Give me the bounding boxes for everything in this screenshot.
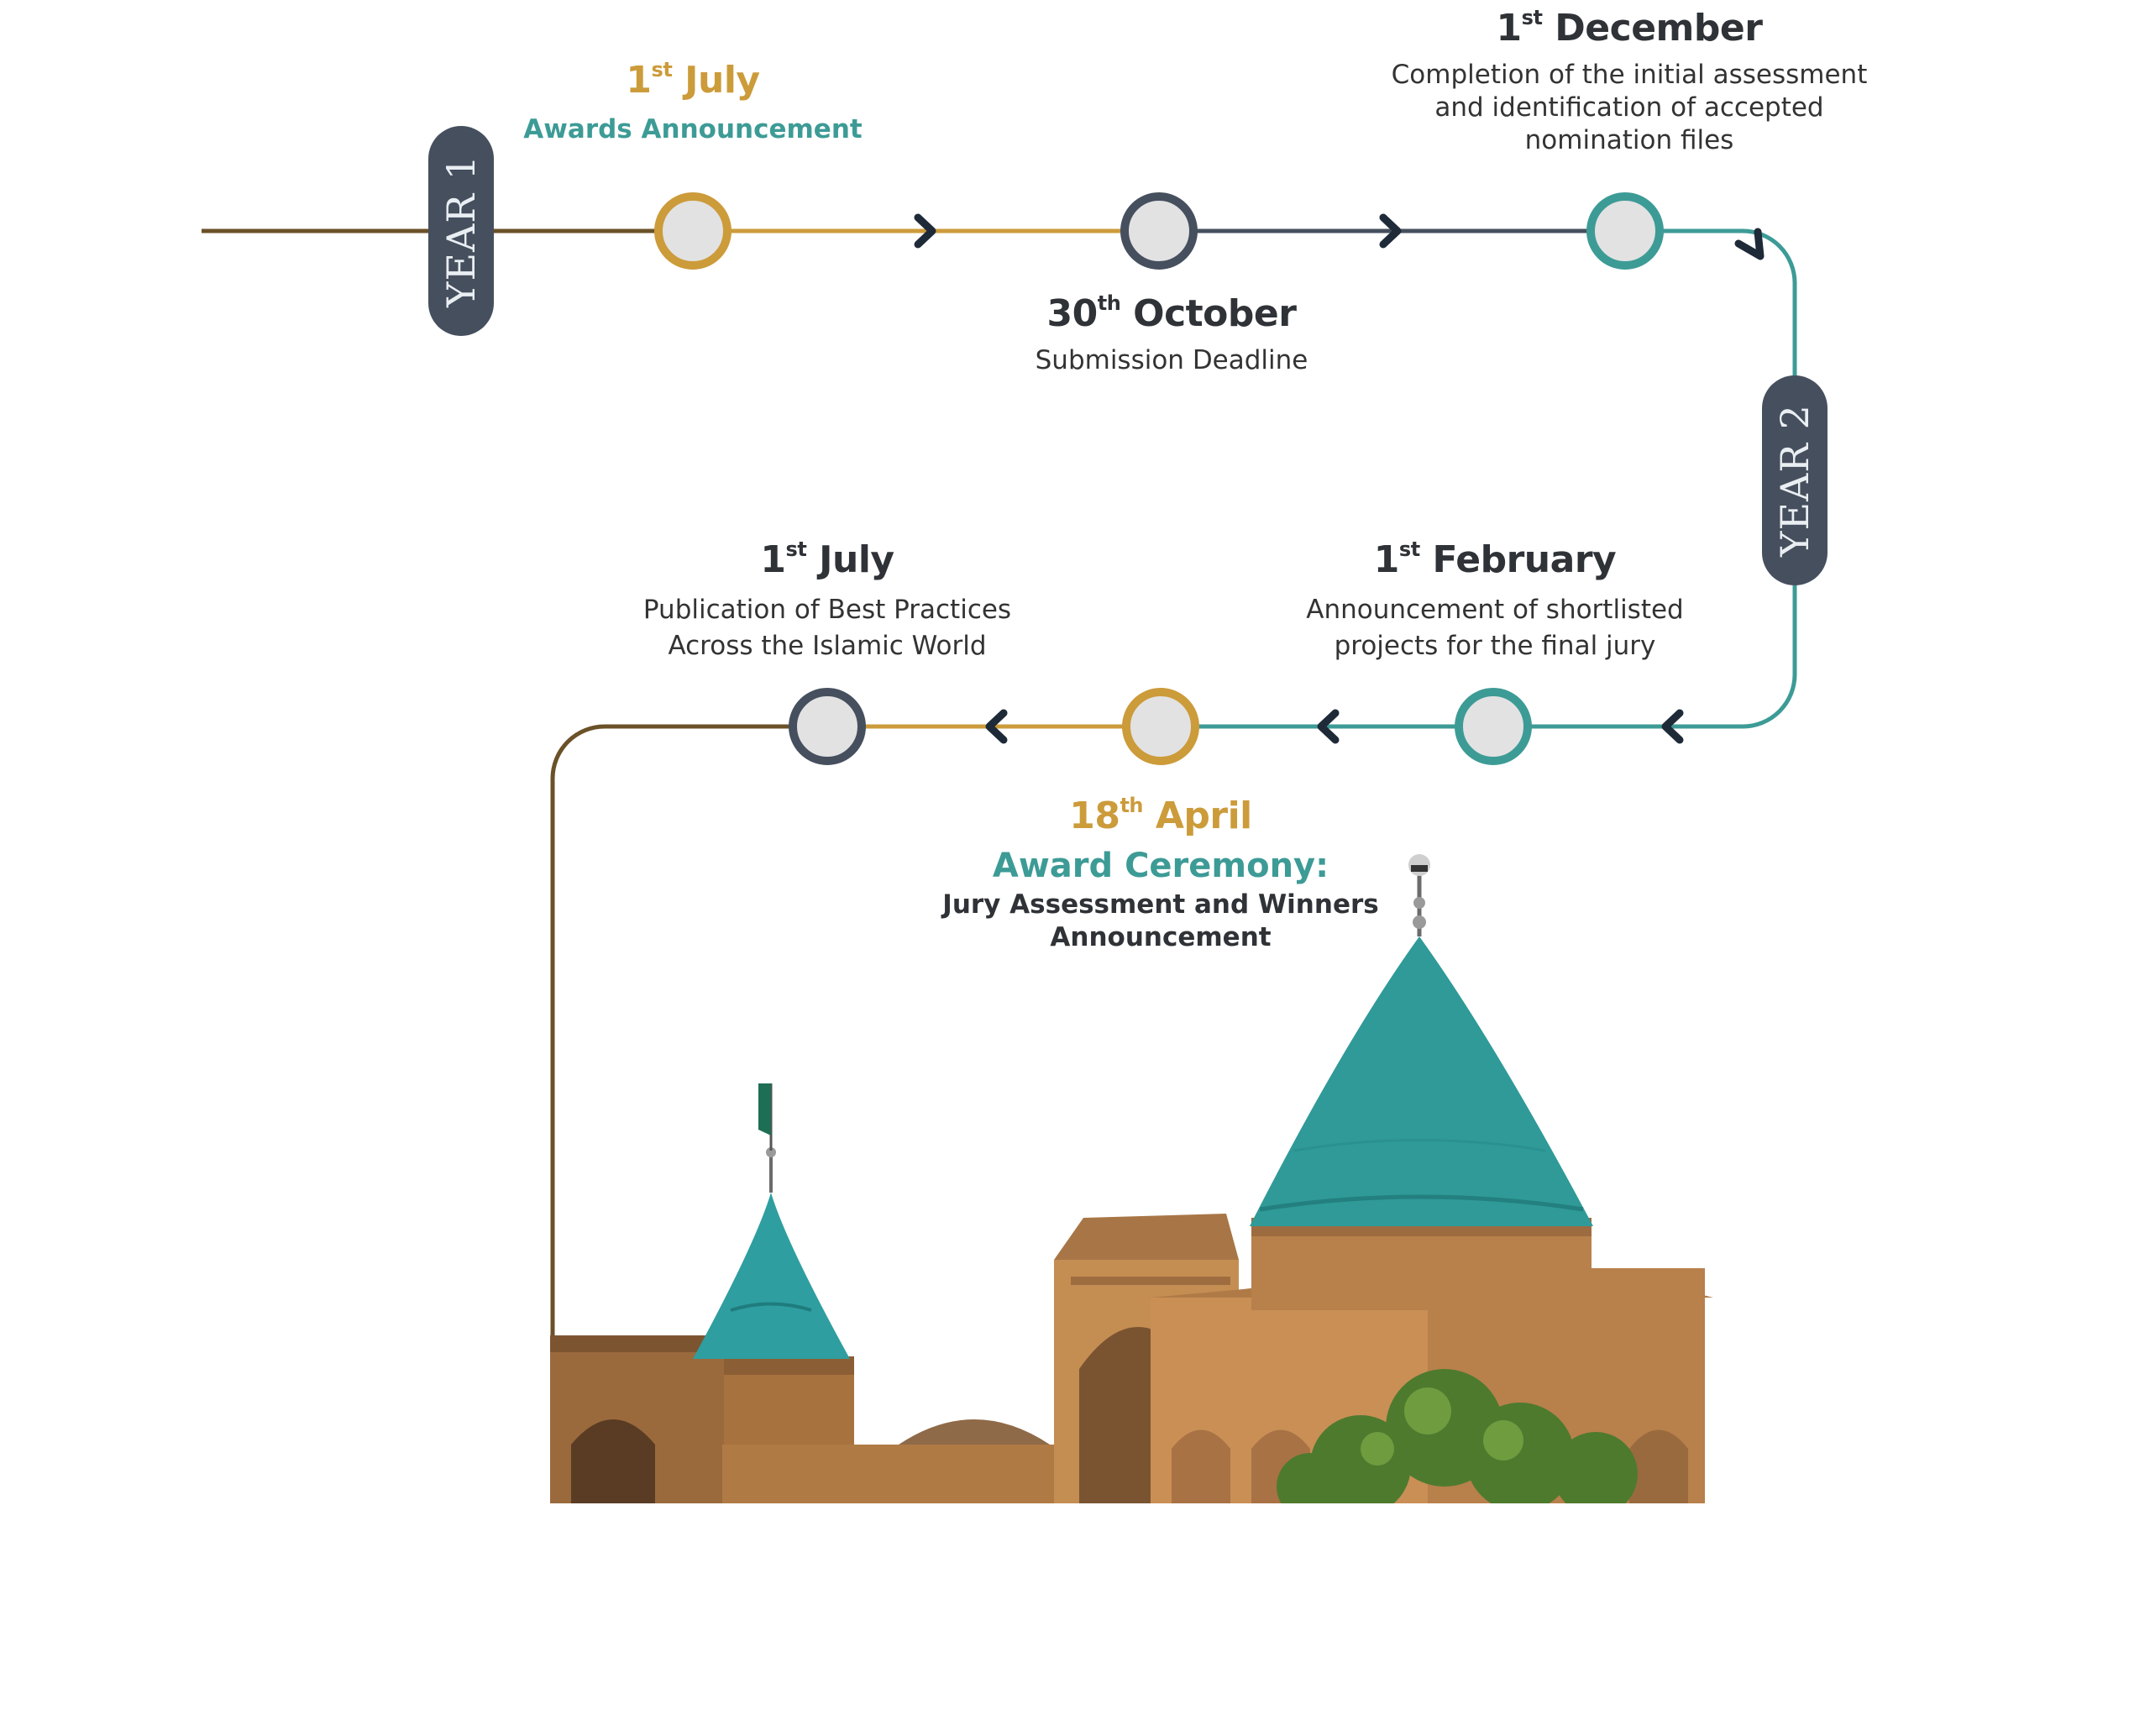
milestone-july-year1: 1st July Awards Announcement: [523, 58, 863, 145]
milestone-description: Awards Announcement: [523, 114, 863, 145]
milestone-date: 1st December: [1496, 6, 1763, 50]
milestone-date: 1st July: [760, 538, 894, 581]
timeline-arrows: [914, 213, 1765, 744]
arrow-down-icon: [1734, 228, 1765, 260]
arrow-right-icon: [914, 213, 936, 249]
year-1-label: YEAR 1: [438, 155, 484, 308]
milestone-date: 1st July: [626, 58, 760, 102]
mausoleum-image: [538, 854, 1730, 1537]
node-october: [1120, 192, 1198, 270]
milestone-april: 18th April Award Ceremony: Jury Assessme…: [942, 794, 1379, 954]
year-2-badge: YEAR 2: [1762, 375, 1828, 585]
milestone-february: 1st February Announcement of shortlisted…: [1306, 538, 1684, 664]
milestone-description: Completion of the initial assessment and…: [1391, 60, 1868, 156]
milestone-december: 1st December Completion of the initial a…: [1391, 6, 1868, 157]
node-april: [1122, 688, 1199, 765]
milestone-description: Submission Deadline: [1035, 345, 1308, 376]
arrow-left-icon: [985, 709, 1008, 744]
milestone-date: 30th October: [1046, 291, 1297, 335]
milestone-july-year2: 1st July Publication of Best Practices A…: [642, 538, 1012, 664]
milestone-description: Jury Assessment and Winners Announcement: [942, 889, 1379, 953]
milestone-october: 30th October Submission Deadline: [1035, 291, 1308, 377]
node-december: [1586, 192, 1664, 270]
milestone-date: 18th April: [1069, 794, 1252, 837]
arrow-left-icon: [1661, 709, 1684, 744]
year-1-badge: YEAR 1: [428, 126, 494, 336]
milestone-title: Award Ceremony:: [992, 847, 1329, 886]
node-february: [1455, 688, 1532, 765]
year-2-label: YEAR 2: [1772, 404, 1817, 558]
connector-end: [550, 724, 827, 1503]
node-july-year1: [654, 192, 732, 270]
milestone-description: Publication of Best Practices Across the…: [642, 595, 1012, 662]
timeline-nodes: [654, 192, 1664, 765]
node-july-year2: [789, 688, 866, 765]
arrow-left-icon: [1317, 709, 1340, 744]
milestone-description: Announcement of shortlisted projects for…: [1306, 595, 1684, 662]
milestone-date: 1st February: [1373, 538, 1617, 581]
arrow-right-icon: [1379, 213, 1402, 249]
